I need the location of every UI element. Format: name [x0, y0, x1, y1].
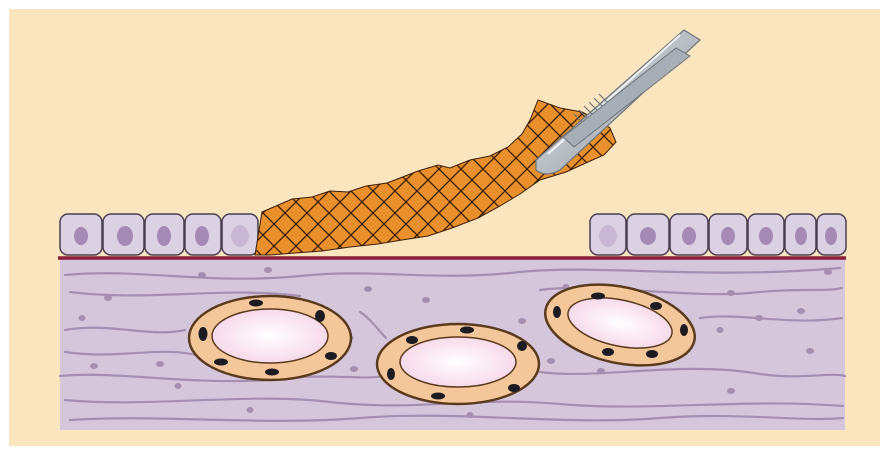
blood-vessel-icon	[377, 324, 539, 404]
blood-vessel-icon	[189, 296, 351, 380]
epithelial-cell-layer-right	[590, 214, 846, 255]
